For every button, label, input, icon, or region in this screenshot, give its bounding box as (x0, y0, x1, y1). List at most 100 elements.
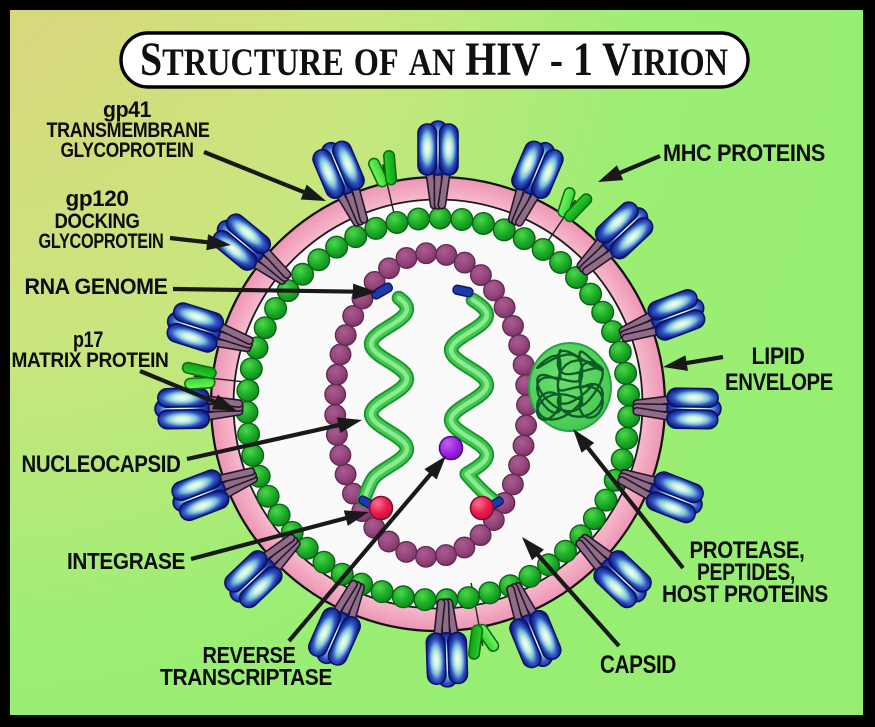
mhc-capsule (181, 361, 217, 379)
matrix-bead (478, 581, 502, 605)
label-lipid-envelope: LIPID ENVELOPE (725, 343, 834, 396)
envelope-spike (632, 387, 722, 430)
page-title: STRUCTURE OF AN HIV - 1 VIRION (140, 33, 728, 86)
spike-head-lobe (438, 123, 459, 176)
arrow-head (206, 234, 231, 251)
capsid-bead (469, 524, 492, 547)
rna-cap-right (452, 284, 474, 298)
arrow-head (352, 283, 377, 300)
arrow-reverse-transcriptase (287, 456, 446, 643)
spike-head-lobe (511, 140, 544, 191)
envelope-spike (307, 579, 366, 666)
matrix-bead (594, 488, 618, 512)
arrow-line (172, 286, 358, 294)
matrix-bead (492, 218, 516, 242)
matrix-bead (456, 586, 480, 610)
capsid-bead (502, 315, 524, 337)
mhc-proteins-structures (181, 149, 593, 660)
blob-squiggle (535, 348, 605, 421)
arrow-line (139, 369, 220, 406)
capsid-bead (324, 383, 347, 406)
rna-strand-right (443, 292, 502, 509)
arrow-line (203, 150, 309, 196)
envelope-spike (171, 467, 259, 522)
integrase-particle-left (368, 495, 394, 521)
matrix-bead (582, 507, 606, 531)
capsid-bead (377, 530, 400, 553)
matrix-bead (267, 503, 291, 527)
rna-strand-left (356, 290, 415, 508)
matrix-bead (256, 484, 280, 508)
label-reverse-transcriptase: REVERSE TRANSCRIPTASE (160, 642, 332, 690)
spike-head-lobe (647, 289, 698, 321)
label-rna-genome: RNA GENOME (25, 274, 168, 299)
mhc-capsule (367, 157, 389, 188)
arrow-head (598, 165, 624, 182)
spike-head-lobe (665, 408, 719, 430)
arrow-head (336, 417, 362, 433)
arrow-gp120 (169, 234, 231, 251)
spike-head-lobe (171, 469, 222, 502)
capsid-bead (334, 324, 357, 347)
spike-head-lobe (530, 148, 564, 199)
envelope-spike (507, 140, 564, 227)
arrow-protease (573, 429, 685, 570)
envelope-spike (506, 581, 562, 669)
matrix-bead (608, 340, 632, 364)
arrow-line (682, 354, 724, 366)
matrix-bead (554, 539, 578, 563)
matrix-bead (413, 588, 437, 612)
label-p17: p17 MATRIX PROTEIN (12, 327, 169, 372)
capsid-bead (329, 343, 352, 366)
label-protease-line1: PROTEASE, (690, 537, 805, 564)
label-protease-line2: PEPTIDES, (697, 559, 795, 586)
arrow-lipid-envelope (663, 354, 724, 371)
arrow-head (522, 537, 544, 561)
spike-head-lobe (593, 565, 638, 609)
capsid-bead (435, 544, 457, 567)
arrow-line (190, 515, 351, 562)
envelope-spike (417, 120, 459, 210)
spike-head-lobe (332, 140, 365, 191)
mhc-capsule (184, 376, 216, 390)
matrix-bead (471, 211, 495, 235)
envelope-spike (224, 533, 301, 609)
matrix-bead (312, 550, 336, 574)
matrix-bead (291, 262, 315, 286)
mhc-capsule (382, 149, 398, 186)
envelope-spike (312, 140, 369, 227)
label-nucleocapsid: NUCLEOCAPSID (22, 451, 181, 478)
arrow-line (615, 154, 661, 177)
rna-end-caps (358, 282, 504, 510)
arrow-head (663, 355, 688, 371)
spike-head-lobe (238, 565, 283, 609)
arrow-head (343, 510, 369, 526)
spike-head-lobe (212, 230, 258, 271)
arrow-head (211, 394, 237, 411)
matrix-bead (549, 250, 573, 274)
capsid-bead (453, 536, 476, 559)
arrow-head (424, 456, 446, 480)
spike-head-lobe (666, 387, 719, 409)
labels: gp41 TRANSMEMBRANE GLYCOPROTEIN gp120 DO… (12, 97, 834, 690)
arrow-line (533, 550, 621, 648)
envelope-spike (212, 213, 292, 285)
envelope-spike (617, 468, 704, 524)
spike-head-lobe (224, 550, 268, 593)
capsid-bead (395, 540, 418, 563)
label-mhc-proteins: MHC PROTEINS (663, 140, 825, 167)
arrow-head (573, 429, 595, 453)
capsid-bead (508, 454, 531, 477)
matrix-bead (406, 207, 430, 231)
title-pill (119, 31, 750, 89)
label-integrase: INTEGRASE (67, 548, 185, 574)
rna-cap-left (370, 282, 394, 300)
title-banner: STRUCTURE OF AN HIV - 1 VIRION (119, 31, 750, 89)
matrix-bead (253, 316, 277, 340)
arrow-line (287, 469, 435, 643)
matrix-bead-ring (235, 206, 641, 612)
capsid-bead (378, 257, 400, 280)
envelope-spikes (154, 120, 722, 688)
label-gp41: gp41 TRANSMEMBRANE GLYCOPROTEIN (47, 97, 211, 162)
